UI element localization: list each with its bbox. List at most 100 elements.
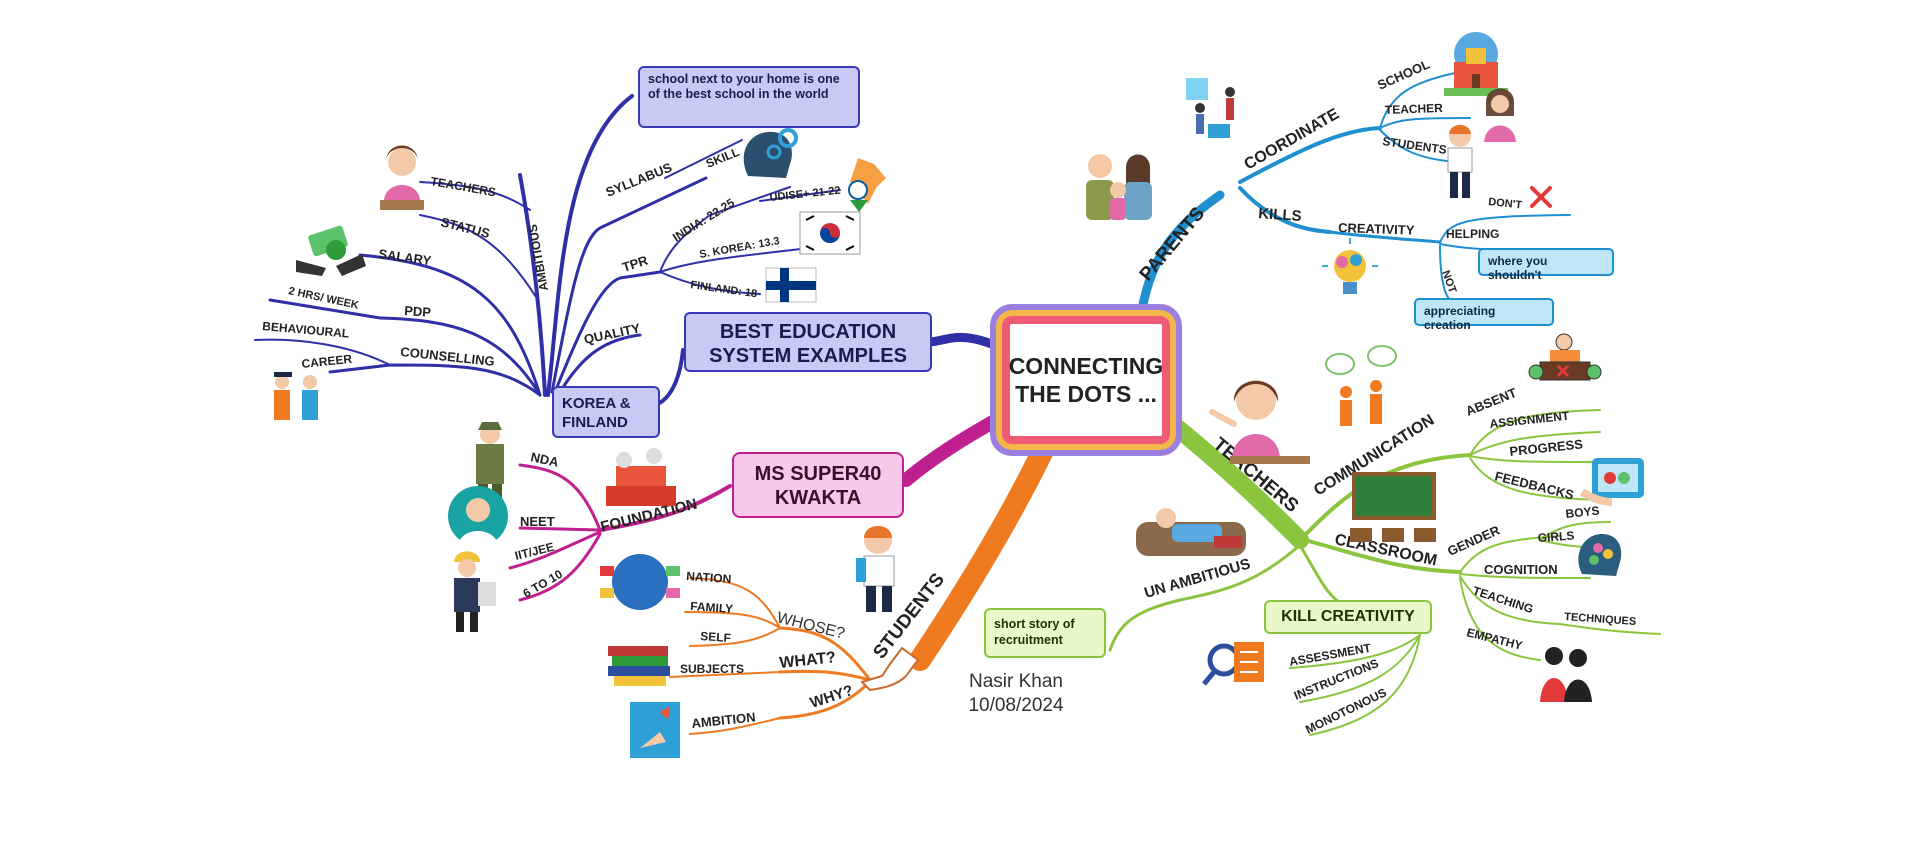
line-ambition bbox=[689, 717, 781, 735]
line-subjects bbox=[669, 671, 781, 678]
teacher-girl-icon bbox=[1484, 88, 1516, 142]
school-building-icon bbox=[1444, 32, 1508, 96]
line-dont bbox=[1439, 214, 1571, 243]
line-cognition bbox=[1459, 573, 1591, 579]
line-killcreativity bbox=[1298, 543, 1347, 607]
korea-finland-box: KOREA & FINLAND bbox=[552, 386, 660, 438]
label-ambitious: AMBITIOUS bbox=[525, 223, 550, 292]
label-nation: NATION bbox=[686, 569, 732, 586]
line-note bbox=[546, 94, 634, 397]
finland-flag-icon bbox=[765, 267, 817, 303]
label-pdp: PDP bbox=[404, 303, 432, 320]
line-what bbox=[778, 669, 872, 682]
doctor-icon bbox=[448, 486, 508, 546]
line-progress bbox=[1469, 455, 1601, 463]
korea-finland-line1: KOREA & bbox=[562, 395, 631, 412]
best-education-box: BEST EDUCATION SYSTEM EXAMPLES bbox=[684, 312, 932, 372]
line-why bbox=[778, 680, 872, 720]
line-finland bbox=[659, 271, 761, 295]
connector-center-parents bbox=[1135, 190, 1225, 325]
hand-rocket-icon bbox=[630, 702, 680, 758]
line-kills bbox=[1238, 186, 1332, 234]
globe-flags-icon bbox=[600, 554, 680, 610]
line-teaching bbox=[1459, 575, 1561, 625]
connector-center-pink bbox=[899, 411, 1007, 487]
label-helping: HELPING bbox=[1446, 227, 1499, 241]
author-date: 10/08/2024 bbox=[968, 695, 1064, 716]
assessment-icon bbox=[1202, 642, 1264, 686]
line-india bbox=[659, 186, 791, 273]
central-topic: CONNECTING THE DOTS ... bbox=[1002, 316, 1170, 444]
label-gender: GENDER bbox=[1445, 522, 1502, 559]
tablet-chat-icon bbox=[1579, 458, 1644, 506]
label-family: FAMILY bbox=[690, 599, 734, 616]
salary-hands-icon bbox=[296, 225, 366, 276]
label-teaching: TEACHING bbox=[1471, 584, 1535, 617]
line-absent bbox=[1469, 409, 1601, 456]
line-6to10 bbox=[518, 532, 602, 602]
label-school: SCHOOL bbox=[1375, 56, 1432, 92]
label-ambition: AMBITION bbox=[691, 709, 756, 731]
label-kills: KILLS bbox=[1258, 205, 1302, 225]
line-skorea bbox=[659, 247, 811, 273]
best-education-line2: SYSTEM EXAMPLES bbox=[709, 345, 907, 367]
line-foundation bbox=[598, 484, 732, 532]
ms-super40-box: MS SUPER40 KWAKTA bbox=[732, 452, 904, 518]
career-people-icon bbox=[274, 372, 318, 420]
label-behavioural: BEHAVIOURAL bbox=[262, 319, 350, 341]
line-salary bbox=[358, 253, 542, 397]
student-boy-icon bbox=[1447, 125, 1473, 198]
classroom-board-icon bbox=[1350, 472, 1436, 542]
ms-super40-line2: KWAKTA bbox=[774, 487, 862, 509]
label-empathy: EMPATHY bbox=[1465, 625, 1524, 652]
line-empathy bbox=[1459, 577, 1541, 661]
lightbulb-icon bbox=[1322, 238, 1378, 294]
central-topic-line1: CONNECTING bbox=[1008, 353, 1164, 379]
line-udise bbox=[759, 189, 841, 202]
line-nation bbox=[689, 577, 781, 629]
line-status bbox=[419, 214, 539, 301]
line-coordinate bbox=[1238, 126, 1382, 184]
line-ambitious bbox=[518, 173, 547, 397]
empathy-couple-icon bbox=[1540, 647, 1592, 702]
teacher-woman-icon bbox=[380, 145, 424, 210]
branch-students bbox=[669, 429, 1059, 735]
teacher-avatar-icon bbox=[1209, 380, 1310, 464]
label-nda: NDA bbox=[529, 449, 560, 470]
line-assessment bbox=[1289, 634, 1421, 669]
kill-creativity-box: KILL CREATIVITY bbox=[1264, 600, 1432, 634]
where-you-shouldnt-box: where you shouldn't bbox=[1478, 248, 1614, 282]
label-techniques: TECHNIQUES bbox=[1564, 611, 1637, 628]
kill-creativity-text: KILL CREATIVITY bbox=[1281, 608, 1415, 625]
best-education-line1: BEST EDUCATION bbox=[719, 321, 897, 343]
head-brain-icon bbox=[1578, 534, 1622, 576]
branch-ms-super40 bbox=[508, 411, 1007, 602]
line-self bbox=[689, 627, 781, 647]
line-school bbox=[1379, 71, 1461, 129]
label-creativity: CREATIVITY bbox=[1338, 220, 1415, 238]
pointing-hand-icon bbox=[860, 646, 920, 692]
label-dont: DON'T bbox=[1488, 196, 1523, 211]
line-syllabus bbox=[550, 176, 708, 394]
label-career: CAREER bbox=[301, 352, 353, 371]
line-counselling bbox=[328, 363, 542, 397]
family-icon bbox=[1086, 154, 1152, 220]
label-neet: NEET bbox=[520, 514, 555, 529]
label-syllabus: SYLLABUS bbox=[604, 160, 675, 200]
author-name: Nasir Khan bbox=[969, 671, 1063, 692]
line-pdp bbox=[268, 298, 542, 397]
line-boys bbox=[1539, 521, 1611, 541]
line-techniques bbox=[1559, 623, 1661, 635]
author-signature: Nasir Khan 10/08/2024 bbox=[956, 670, 1076, 718]
label-feedbacks: FEEDBACKS bbox=[1493, 468, 1575, 502]
label-whose: WHOSE? bbox=[775, 609, 846, 642]
ms-super40-line1: MS SUPER40 bbox=[754, 463, 882, 485]
label-absent: ABSENT bbox=[1464, 385, 1519, 419]
branch-best-education bbox=[254, 94, 1007, 407]
label-status: STATUS bbox=[439, 214, 492, 241]
label-what: WHAT? bbox=[779, 649, 837, 672]
label-self: SELF bbox=[700, 629, 732, 645]
label-girls: GIRLS bbox=[1537, 528, 1575, 545]
label-boys: BOYS bbox=[1565, 504, 1600, 521]
